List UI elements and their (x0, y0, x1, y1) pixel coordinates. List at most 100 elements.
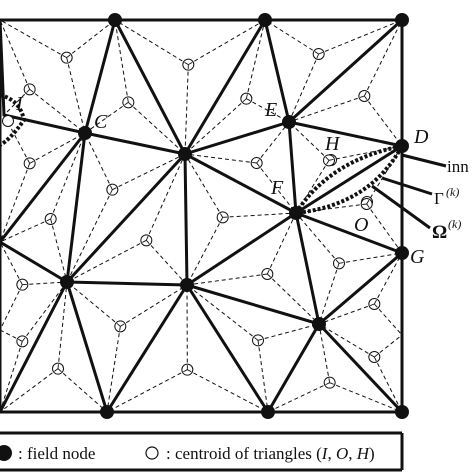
centroid-glyph (27, 85, 31, 90)
centroid-link (0, 368, 59, 413)
centroid-glyph (369, 303, 375, 306)
centroid-link (50, 132, 86, 220)
label-C: C (94, 111, 108, 133)
field-node (395, 139, 409, 153)
mesh-edge (65, 131, 87, 284)
centroid-link (0, 241, 23, 285)
centroid-link (318, 303, 375, 325)
mesh-edge (183, 152, 298, 215)
centroid-link (66, 57, 86, 134)
centroid-link (29, 132, 86, 164)
subdomain-diagonal (299, 148, 399, 211)
centroid-link (187, 369, 269, 413)
centroid-glyph (328, 378, 331, 383)
centroid-connections (0, 19, 403, 413)
centroid-glyph (46, 218, 51, 222)
legend-field-node-text: : field node (18, 444, 95, 463)
field-node (395, 246, 409, 260)
label-H: H (324, 133, 341, 155)
centroid-link (106, 326, 121, 413)
centroid-glyph (27, 163, 31, 168)
pointer-omega (371, 184, 431, 230)
centroid-link (338, 252, 403, 264)
centroid-glyph (54, 368, 59, 372)
field-node (395, 405, 409, 419)
label-omega: Ω (432, 222, 447, 243)
centroid-link (106, 369, 188, 413)
legend-centroid-icon (145, 446, 159, 460)
legend-centroid-text: : centroid of triangles (I, O, H) (166, 444, 375, 463)
subdomains (0, 93, 406, 216)
centroid-link (66, 189, 113, 283)
centroid-glyph (20, 341, 23, 346)
centroid-link (0, 19, 67, 59)
centroid-link (264, 19, 319, 55)
centroid-glyph (359, 95, 365, 98)
centroid-link (0, 19, 31, 90)
centroid-link (145, 153, 186, 241)
centroids (16, 48, 381, 389)
centroid-glyph (188, 62, 193, 66)
centroid-glyph (362, 203, 367, 206)
field-node (312, 317, 326, 331)
centroid-link (295, 160, 330, 214)
centroid-link (186, 217, 224, 286)
mesh-edge (317, 251, 404, 326)
centroid-glyph (29, 88, 34, 93)
centroid-glyph (62, 55, 67, 59)
mesh-edge (0, 280, 69, 414)
centroid-glyph (246, 98, 251, 102)
centroid-link (288, 121, 330, 161)
centroid-link (363, 19, 403, 97)
centroid-glyph (267, 273, 271, 278)
centroid-link (222, 212, 297, 218)
centroid-link (288, 95, 365, 123)
centroid-glyph (257, 338, 263, 341)
centroid-I (2, 115, 14, 127)
centroid-link (266, 273, 320, 325)
centroid-glyph (266, 269, 270, 275)
mesh-edge (65, 152, 187, 284)
mesh-edge (287, 120, 404, 148)
centroid-glyph (219, 213, 224, 218)
legend: : field node : centroid of triangles (I,… (0, 431, 404, 472)
label-D: D (413, 126, 429, 148)
mesh-edge (294, 211, 321, 326)
centroid-glyph (329, 382, 335, 385)
mesh-edge (185, 283, 270, 414)
centroid-glyph (325, 156, 330, 161)
centroid-glyph (19, 284, 23, 289)
centroid-glyph (57, 368, 62, 372)
mesh-edge (294, 211, 404, 255)
field-node (395, 13, 409, 27)
mesh-edge (0, 240, 69, 284)
centroid-link (257, 340, 269, 413)
centroid-link (57, 368, 108, 413)
centroid-link (266, 212, 297, 275)
mesh-edge (65, 280, 189, 287)
centroid-link (145, 239, 188, 286)
mesh-edge (185, 211, 298, 287)
centroid-glyph (370, 354, 375, 358)
centroid-glyph (314, 51, 319, 55)
centroid-glyph (26, 89, 30, 93)
field-node (261, 405, 275, 419)
centroid-glyph (109, 185, 113, 190)
mesh-edge (317, 322, 404, 414)
field-node (180, 278, 194, 292)
field-node (108, 13, 122, 27)
centroid-glyph (21, 337, 26, 342)
centroid-glyph (127, 97, 129, 103)
centroid-glyph (27, 159, 31, 164)
centroid-glyph (142, 239, 147, 243)
centroid-glyph (183, 369, 188, 373)
centroid-glyph (366, 203, 370, 208)
centroid-link (373, 252, 403, 305)
centroid-glyph (256, 159, 260, 164)
centroid-link (373, 356, 403, 413)
centroid-link (114, 19, 189, 66)
centroid-glyph (316, 53, 320, 59)
centroid-glyph (187, 369, 192, 373)
centroid-link (184, 153, 257, 164)
mesh-edge (105, 283, 189, 414)
